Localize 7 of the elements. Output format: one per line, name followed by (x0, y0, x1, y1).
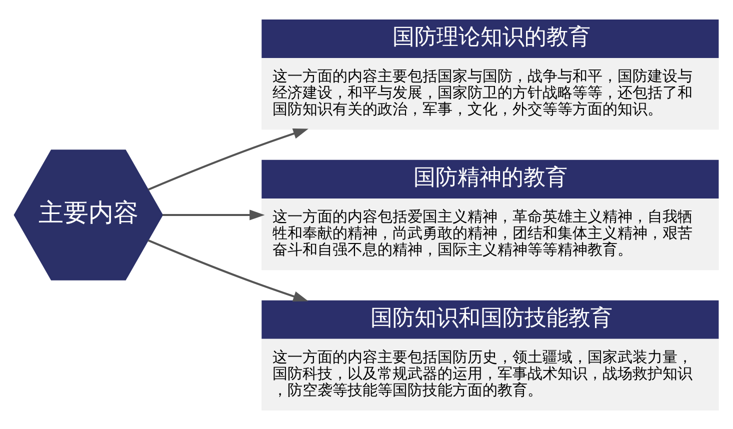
node-box: 国防精神的教育 (262, 159, 719, 198)
arrow (162, 209, 265, 220)
node-box: 国防理论知识的教育 (262, 19, 719, 58)
node-label: 这一方面的内容主要包括国家与国防，战争与和平，国防建设与经济建设，和平与发展，国家防卫的方针战略等等，还包括了和国防知识有关的政治，军事，文化，外交等等方面的知识。 (272, 66, 693, 118)
arrow (148, 128, 308, 190)
arrow (148, 238, 308, 301)
node-label: 这一方面的内容包括爱国主义精神，革命英雄主义精神，自我牺牲和奉献的精神，尚武勇敢的精神，团结和集体主义精神，艰苦奋斗和自强不息的精神，国际主义精神等等精神教育。 (272, 207, 693, 258)
